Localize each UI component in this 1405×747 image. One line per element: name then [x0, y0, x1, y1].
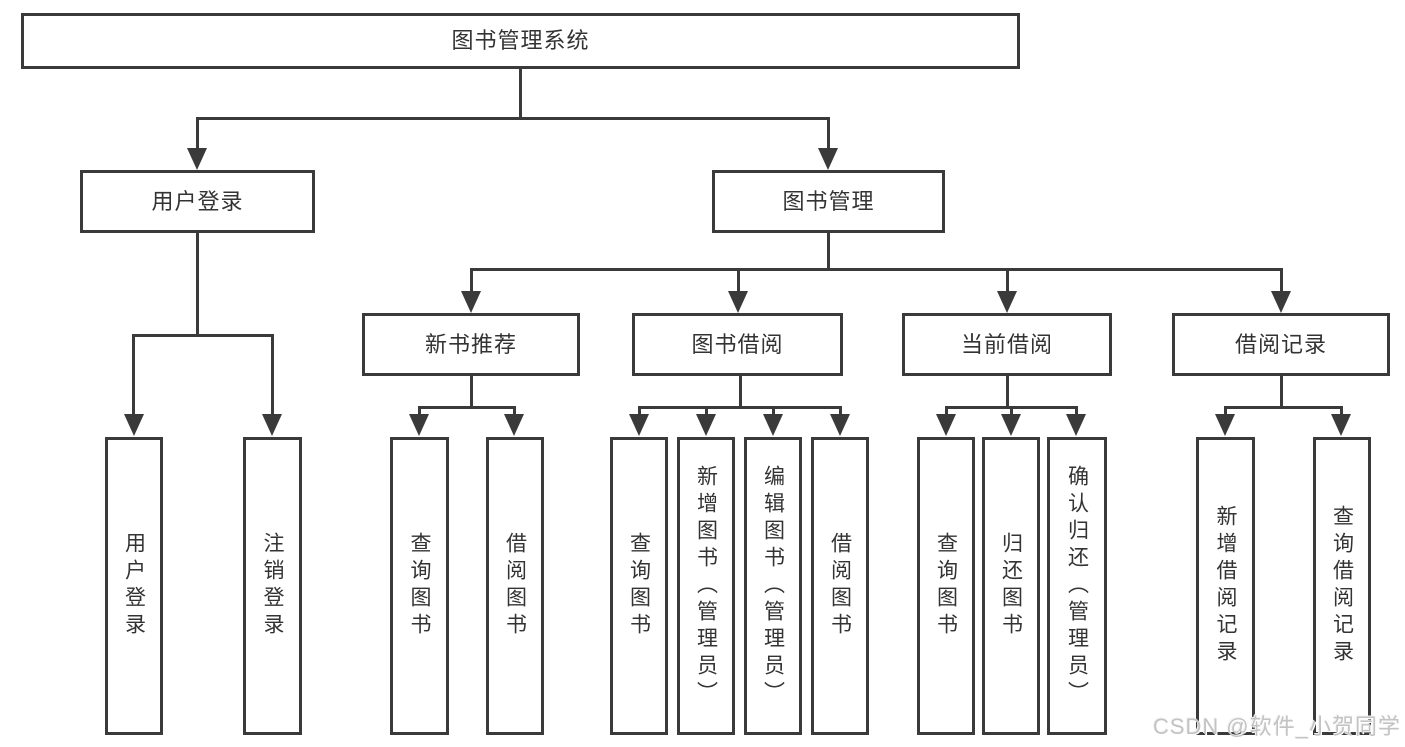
leaf-br-query-record: 查询借阅记录	[1313, 437, 1371, 735]
connector-line	[945, 406, 948, 417]
arrowhead-down	[997, 291, 1017, 313]
watermark: CSDN @软件_小贺同学	[1152, 714, 1401, 739]
arrowhead-down	[124, 414, 144, 436]
leaf-logout: 注销登录	[243, 437, 302, 735]
connector-line	[739, 376, 742, 408]
arrowhead-down	[1001, 414, 1021, 436]
connector-line	[1075, 406, 1078, 417]
node-new-book-recommend: 新书推荐	[362, 313, 580, 376]
connector-line	[705, 406, 708, 417]
node-book-borrow-label: 图书借阅	[691, 331, 784, 357]
arrowhead-down	[629, 414, 649, 436]
connector-line	[513, 406, 516, 417]
leaf-cb-return-books: 归还图书	[982, 437, 1040, 735]
connector-line	[196, 117, 830, 120]
connector-line	[638, 406, 641, 417]
leaf-nbr-borrow-books: 借阅图书	[486, 437, 544, 735]
leaf-bb-add-books-admin: 新增图书（管理员）	[677, 437, 735, 735]
arrowhead-down	[1215, 414, 1235, 436]
connector-line	[827, 117, 830, 150]
leaf-user-login: 用户登录	[105, 437, 163, 735]
connector-line	[1280, 376, 1283, 408]
leaf-cb-confirm-return-admin: 确认归还（管理员）	[1047, 437, 1107, 735]
leaf-cb-query-books-label: 查询图书	[934, 532, 958, 640]
arrowhead-down	[728, 291, 748, 313]
node-user-login: 用户登录	[80, 170, 315, 233]
arrowhead-down	[461, 291, 481, 313]
node-new-book-recommend-label: 新书推荐	[424, 331, 517, 357]
node-current-borrow-label: 当前借阅	[960, 331, 1053, 357]
arrowhead-down	[936, 414, 956, 436]
arrowhead-down	[763, 414, 783, 436]
arrowhead-down	[1271, 291, 1291, 313]
connector-line	[737, 268, 740, 293]
leaf-logout-label: 注销登录	[261, 532, 284, 640]
connector-line	[1280, 268, 1283, 293]
leaf-nbr-query-books: 查询图书	[390, 437, 449, 735]
node-borrow-record-label: 借阅记录	[1234, 331, 1327, 357]
node-book-management-label: 图书管理	[782, 188, 875, 214]
leaf-bb-query-books: 查询图书	[610, 437, 668, 735]
leaf-br-add-record: 新增借阅记录	[1196, 437, 1255, 735]
leaf-bb-add-books-admin-label: 新增图书（管理员）	[694, 464, 718, 708]
leaf-bb-query-books-label: 查询图书	[627, 532, 651, 640]
connector-line	[1340, 406, 1343, 417]
connector-line	[132, 334, 135, 418]
connector-line	[1224, 406, 1343, 409]
leaf-bb-borrow-books: 借阅图书	[811, 437, 869, 735]
connector-line	[196, 117, 199, 150]
arrowhead-down	[262, 414, 282, 436]
leaf-br-add-record-label: 新增借阅记录	[1214, 505, 1237, 667]
leaf-user-login-label: 用户登录	[122, 532, 146, 640]
connector-line	[1224, 406, 1227, 417]
leaf-nbr-borrow-books-label: 借阅图书	[503, 532, 527, 640]
leaf-nbr-query-books-label: 查询图书	[408, 532, 431, 640]
leaf-bb-borrow-books-label: 借阅图书	[828, 532, 852, 640]
node-root: 图书管理系统	[21, 13, 1020, 69]
leaf-cb-confirm-return-admin-label: 确认归还（管理员）	[1065, 464, 1089, 708]
arrowhead-down	[504, 414, 524, 436]
connector-line	[196, 233, 199, 335]
arrowhead-down	[818, 148, 838, 170]
node-borrow-record: 借阅记录	[1172, 313, 1390, 376]
leaf-cb-return-books-label: 归还图书	[999, 532, 1023, 640]
node-current-borrow: 当前借阅	[902, 313, 1112, 376]
leaf-bb-edit-books-admin: 编辑图书（管理员）	[744, 437, 802, 735]
connector-line	[1006, 376, 1009, 408]
arrowhead-down	[1331, 414, 1351, 436]
connector-line	[519, 69, 522, 118]
leaf-bb-edit-books-admin-label: 编辑图书（管理员）	[761, 464, 785, 708]
node-book-borrow: 图书借阅	[632, 313, 843, 376]
connector-line	[418, 406, 516, 409]
connector-line	[418, 406, 421, 417]
arrowhead-down	[830, 414, 850, 436]
connector-line	[470, 268, 473, 293]
arrowhead-down	[1066, 414, 1086, 436]
node-user-login-label: 用户登录	[151, 188, 244, 214]
connector-line	[470, 268, 1282, 271]
node-book-management: 图书管理	[712, 170, 945, 233]
connector-line	[772, 406, 775, 417]
connector-line	[638, 406, 841, 409]
arrowhead-down	[187, 148, 207, 170]
connector-line	[1010, 406, 1013, 417]
arrowhead-down	[696, 414, 716, 436]
arrowhead-down	[409, 414, 429, 436]
connector-line	[133, 334, 274, 337]
leaf-br-query-record-label: 查询借阅记录	[1330, 505, 1354, 667]
connector-line	[470, 376, 473, 408]
leaf-cb-query-books: 查询图书	[917, 437, 975, 735]
connector-line	[827, 233, 830, 270]
node-root-label: 图书管理系统	[451, 28, 590, 53]
connector-line	[839, 406, 842, 417]
connector-line	[271, 334, 274, 418]
connector-line	[1006, 268, 1009, 293]
